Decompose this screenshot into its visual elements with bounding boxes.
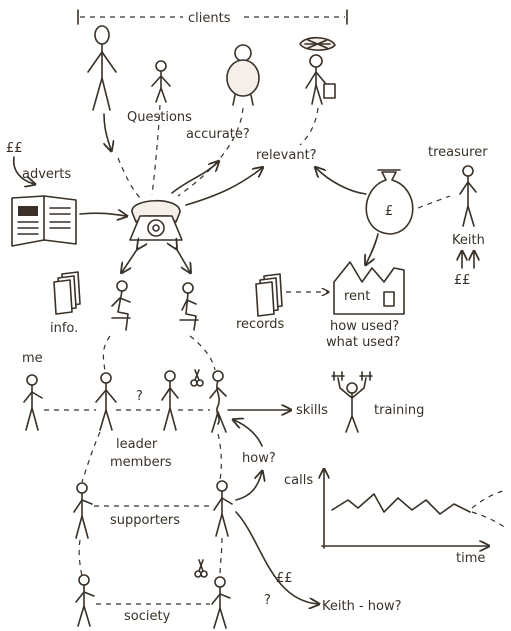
arrow-bag-rent [366, 233, 379, 264]
link-supporter-society-right [219, 537, 223, 577]
training-figure [331, 371, 373, 433]
seated-figure-left [111, 280, 131, 331]
adverts-label: adverts [22, 167, 71, 182]
question-mark-label: ? [136, 389, 143, 404]
link-leader-supporter [81, 431, 101, 483]
client-tall-figure [87, 25, 117, 111]
me-label: me [22, 351, 43, 366]
arrow-phone-accurate [171, 162, 218, 194]
treasurer-label: treasurer [428, 145, 488, 160]
link-questions-phone [151, 104, 161, 196]
treasurer-figure [459, 165, 477, 227]
clients-label: clients [188, 11, 231, 26]
seated-figure-right [179, 282, 199, 331]
link-seat-left-leader [102, 335, 111, 373]
me-figure [23, 374, 43, 431]
scissors-icon-top [190, 369, 204, 387]
how-label: how? [242, 451, 276, 466]
arrow-adverts-phone [79, 213, 126, 216]
arrow-money-adverts [12, 156, 34, 184]
records-icon [255, 273, 283, 317]
client-small-figure [151, 60, 171, 103]
money-bottom: ££ [276, 571, 293, 586]
supporters-label: supporters [110, 513, 180, 528]
link-member-supporter [217, 433, 222, 481]
link-client-phone [117, 157, 143, 201]
rent-label: rent [344, 289, 370, 304]
arrow-how-members [234, 420, 263, 447]
telephone-icon [129, 200, 183, 241]
arrow-phone-right-member [176, 248, 190, 272]
rent-house-icon [333, 261, 405, 315]
arrow-phone-relevant [185, 168, 262, 206]
question-bottom: ? [264, 593, 271, 608]
chart-calls-line [331, 493, 471, 515]
member-figure-a [161, 370, 179, 431]
link-relevant-phone [299, 107, 319, 146]
chart-xlabel: time [456, 551, 485, 566]
info-label: info. [50, 321, 78, 336]
society-figure-left [75, 574, 95, 627]
society-label: society [124, 609, 171, 624]
money-adverts: ££ [6, 141, 23, 156]
clients-bracket [77, 9, 348, 25]
supporter-figure-left [73, 482, 93, 539]
supporter-figure-right [213, 480, 233, 537]
link-accurate-phone [177, 107, 244, 197]
chart-ylabel: calls [284, 473, 313, 488]
relevant-label: relevant? [256, 148, 317, 163]
link-supporter-society-left [78, 539, 83, 577]
calls-chart [322, 470, 507, 548]
chart-projection-down [471, 511, 507, 529]
client-large-figure [226, 44, 260, 106]
skills-label: skills [296, 403, 328, 418]
what-used-label: what used? [326, 335, 400, 350]
arrow-bag-relevant [316, 168, 367, 195]
scissors-icon-bottom [194, 559, 208, 578]
money-keith: ££ [454, 273, 471, 288]
info-documents-icon [53, 271, 81, 315]
link-bag-treasurer [417, 195, 451, 209]
arrow-supporters-how [235, 472, 262, 501]
accurate-label: accurate? [186, 127, 250, 142]
link-seat-right-member [189, 335, 216, 371]
keith-how-label: Keith - how? [322, 599, 402, 614]
keith-top-label: Keith [452, 233, 485, 248]
arrow-phone-left-member [122, 248, 138, 272]
money-bag-icon [365, 169, 414, 235]
chart-projection-up [471, 489, 507, 509]
records-label: records [236, 317, 285, 332]
training-label: training [374, 403, 424, 418]
arrow-client-to-phone [104, 113, 111, 150]
member-figure-b [209, 370, 227, 433]
society-figure-right [211, 576, 231, 629]
how-used-label: how used? [330, 319, 399, 334]
client-stressed-figure [299, 36, 336, 105]
arrow-supporters-keith [235, 511, 318, 604]
pound-symbol: £ [385, 204, 393, 219]
newspaper-icon [11, 195, 77, 247]
leader-figure [95, 372, 117, 431]
members-label: members [110, 455, 172, 470]
leader-label: leader [116, 437, 158, 452]
